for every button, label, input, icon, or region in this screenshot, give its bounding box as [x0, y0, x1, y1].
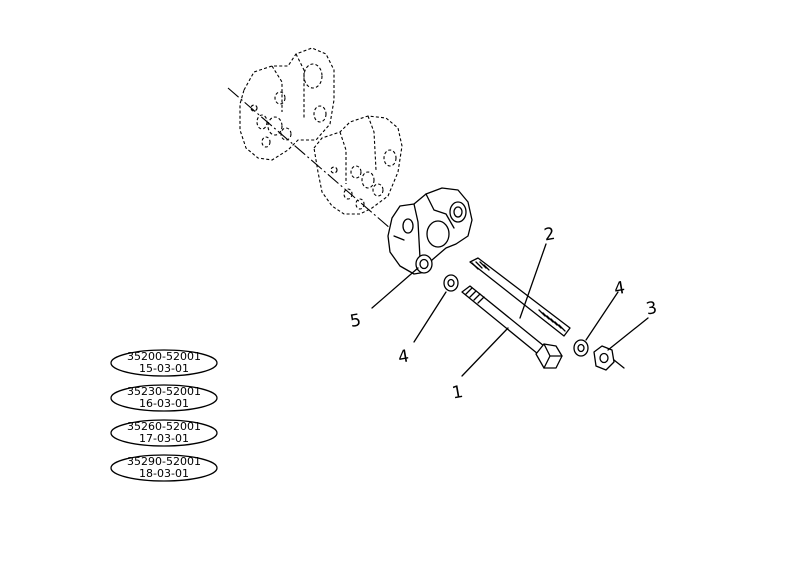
- washer-left: [443, 274, 459, 292]
- part-label-4-sub: 18-03-01: [139, 467, 189, 480]
- part-label-3-sub: 17-03-01: [139, 432, 189, 445]
- part-label-1-code: 35200-52001: [127, 350, 201, 363]
- part-label-3-code: 35260-52001: [127, 420, 201, 433]
- callout-2: 2: [542, 224, 556, 246]
- part-label-4-code: 35290-52001: [127, 455, 201, 468]
- callout-4-right: 4: [612, 278, 626, 300]
- callout-5: 5: [349, 310, 363, 332]
- housing-block-middle: [313, 115, 403, 215]
- valve-body: [387, 187, 473, 275]
- leader-lines: [371, 243, 649, 377]
- center-axis: [227, 87, 399, 236]
- washer-right: [573, 339, 589, 357]
- hex-bolt: [461, 285, 563, 369]
- part-label-3: 35260-52001 17-03-01: [110, 419, 218, 447]
- callout-4-left: 4: [397, 346, 411, 368]
- hex-nut: [593, 345, 625, 371]
- part-label-2-code: 35230-52001: [127, 385, 201, 398]
- part-label-1: 35200-52001 15-03-01: [110, 349, 218, 377]
- part-label-4: 35290-52001 18-03-01: [110, 454, 218, 482]
- callout-3: 3: [644, 298, 658, 320]
- part-label-1-sub: 15-03-01: [139, 362, 189, 375]
- stud-bolt: [469, 257, 571, 337]
- callout-1: 1: [450, 382, 464, 404]
- housing-block-rear: [239, 47, 335, 161]
- part-label-2: 35230-52001 16-03-01: [110, 384, 218, 412]
- part-label-2-sub: 16-03-01: [139, 397, 189, 410]
